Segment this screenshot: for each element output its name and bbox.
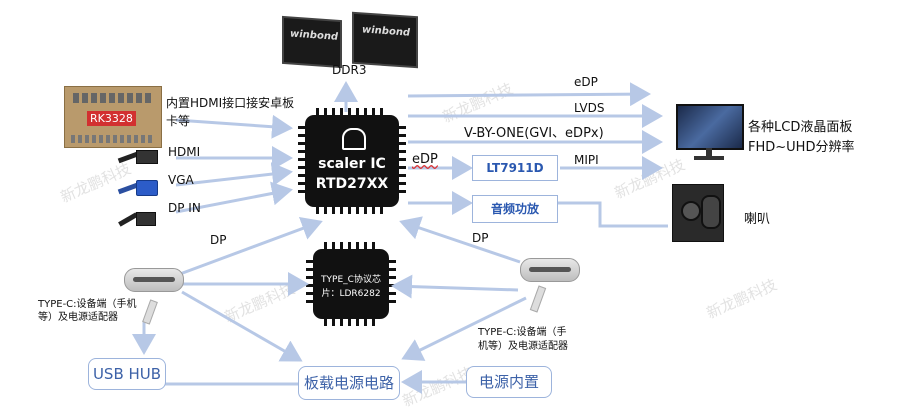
typec-port-left-icon [124, 268, 184, 292]
hdmi-label: HDMI [168, 145, 201, 159]
vga-cable-icon [117, 180, 158, 196]
power-internal-box: 电源内置 [466, 366, 552, 398]
edp-output-label: eDP [574, 75, 598, 89]
usb-hub-box: USB HUB [88, 358, 166, 390]
typec-chip-line2: 片：LDR6282 [321, 289, 381, 299]
edp-bridge-label: eDP [412, 152, 438, 167]
typec-port-right-icon [520, 258, 580, 282]
panel-line1: 各种LCD液晶面板 [748, 120, 853, 135]
panel-line2: FHD~UHD分辨率 [748, 140, 855, 155]
typec-right-label-line2: 机等）及电源适配器 [478, 341, 568, 352]
lcd-monitor-icon [676, 104, 744, 164]
lvds-label: LVDS [574, 101, 605, 115]
chip-brand: winbond [362, 24, 411, 39]
power-board-box: 板载电源电路 [298, 366, 400, 400]
ddr3-label: DDR3 [332, 63, 367, 77]
dp-in-label: DP IN [168, 201, 201, 215]
chip-logo-icon [342, 128, 366, 150]
audio-amp-box: 音频功放 [472, 195, 558, 223]
mipi-label: MIPI [574, 153, 599, 167]
connection-arrows [132, 81, 668, 394]
dp-right-label: DP [472, 231, 489, 245]
vga-label: VGA [168, 173, 194, 187]
scaler-ic-chip: scaler IC RTD27XX [298, 108, 406, 214]
vbyone-label: V-BY-ONE(GVI、eDPx) [464, 126, 604, 141]
chip-brand: winbond [290, 28, 339, 43]
board-caption: 内置HDMI接口接安卓板卡等 [166, 96, 295, 128]
ddr3-chip: winbond [354, 13, 416, 67]
lt7911d-box: LT7911D [472, 155, 558, 181]
dp-cable-icon [118, 212, 158, 227]
speaker-label: 喇叭 [744, 212, 771, 227]
dp-left-label: DP [210, 233, 227, 247]
scaler-line2: RTD27XX [315, 176, 389, 192]
typec-left-label: TYPE-C:设备端（手机等）及电源适配器 [38, 299, 137, 323]
typec-right-label-line1: TYPE-C:设备端（手 [478, 327, 567, 338]
scaler-line1: scaler IC [318, 156, 386, 172]
hdmi-cable-icon [117, 150, 158, 164]
board-name: RK3328 [87, 111, 136, 126]
typec-chip-line1: TYPE_C协议芯 [321, 275, 381, 285]
ddr3-chip: winbond [284, 18, 340, 66]
rk3328-board: RK3328 [64, 86, 162, 148]
typec-protocol-chip: TYPE_C协议芯 片：LDR6282 [306, 242, 396, 326]
speaker-icon [672, 184, 724, 242]
